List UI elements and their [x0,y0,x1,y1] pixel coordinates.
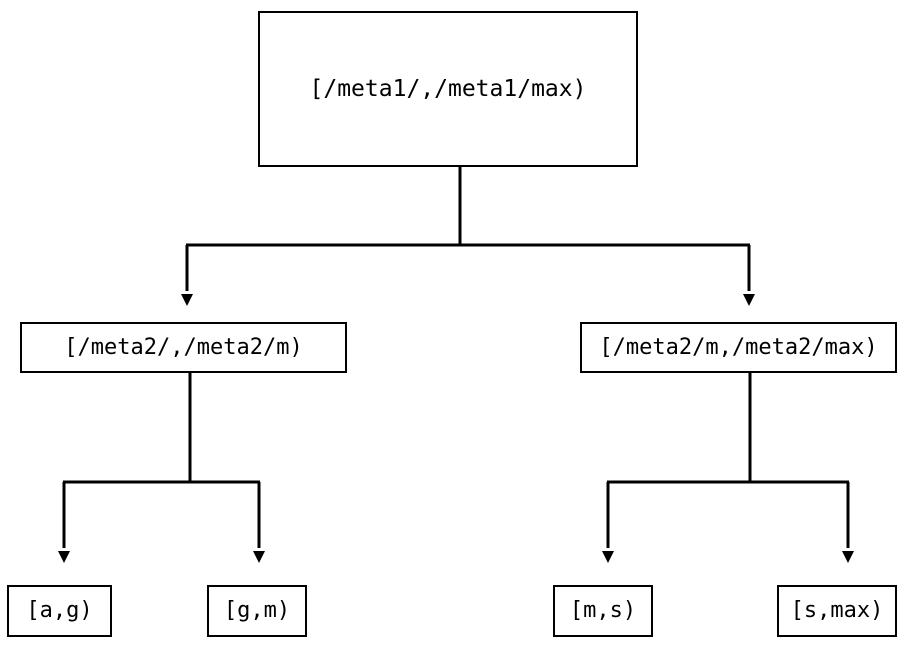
tree-node-leaf-m-s[interactable]: [m,s) [553,585,653,637]
edge-mid-left-to-leaves [58,373,265,563]
tree-node-root-label: [/meta1/,/meta1/max) [309,75,587,102]
edge-mid-right-to-leaves [602,373,854,563]
tree-node-mid-right-label: [/meta2/m,/meta2/max) [599,334,878,360]
arrowhead-mid-left-to-leaf2-icon [253,551,265,563]
edge-root-to-mid-level [181,167,755,306]
tree-node-leaf-a-g-label: [a,g) [26,598,93,623]
tree-node-leaf-g-m-label: [g,m) [223,598,291,623]
tree-node-root[interactable]: [/meta1/,/meta1/max) [258,11,638,167]
tree-node-leaf-s-max-label: [s,max) [790,598,884,623]
tree-node-mid-right[interactable]: [/meta2/m,/meta2/max) [580,322,897,373]
tree-node-leaf-m-s-label: [m,s) [569,598,637,623]
tree-node-leaf-g-m[interactable]: [g,m) [207,585,307,637]
tree-node-mid-left[interactable]: [/meta2/,/meta2/m) [20,322,347,373]
arrowhead-mid-right-to-leaf3-icon [602,551,614,563]
tree-node-leaf-a-g[interactable]: [a,g) [7,585,112,637]
arrowhead-root-to-mid-right-icon [743,294,755,306]
tree-node-leaf-s-max[interactable]: [s,max) [777,585,897,637]
arrowhead-mid-right-to-leaf4-icon [842,551,854,563]
arrowhead-mid-left-to-leaf1-icon [58,551,70,563]
arrowhead-root-to-mid-left-icon [181,294,193,306]
tree-node-mid-left-label: [/meta2/,/meta2/m) [64,334,303,360]
